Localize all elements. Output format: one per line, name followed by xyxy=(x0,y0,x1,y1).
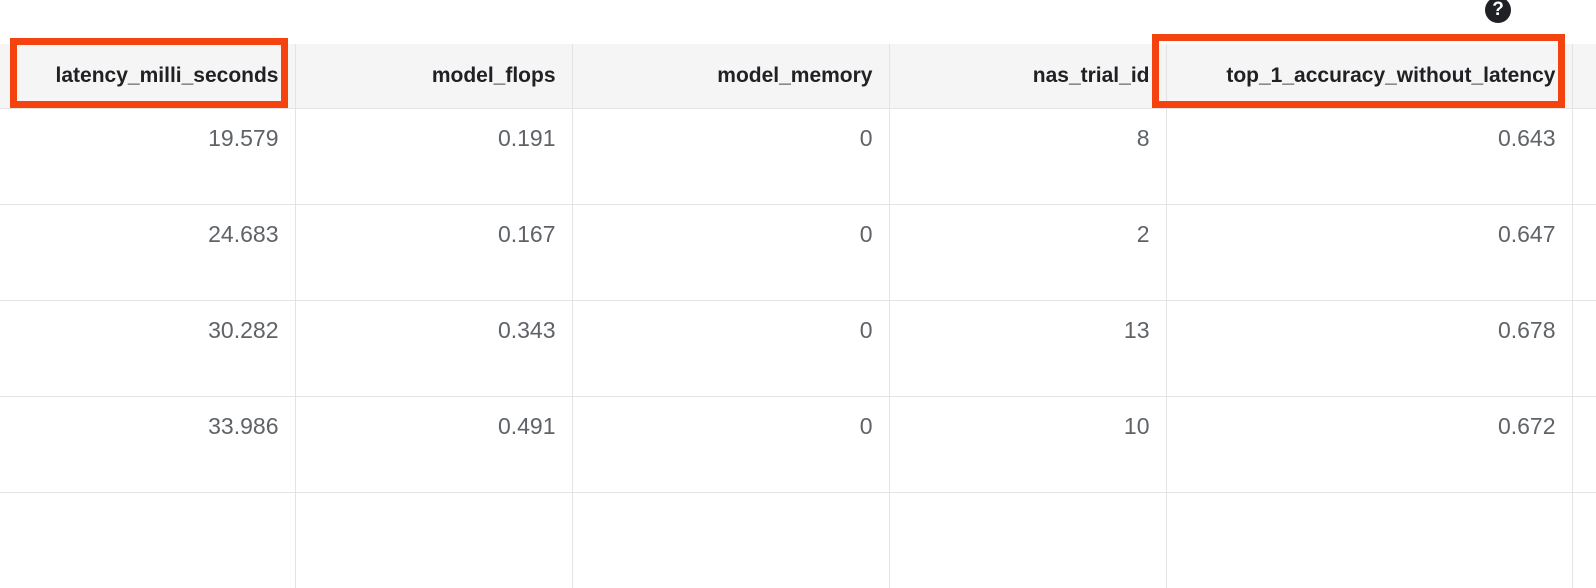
table-scroll-container[interactable]: latency_milli_seconds model_flops model_… xyxy=(0,44,1596,588)
column-header-model-flops[interactable]: model_flops xyxy=(295,44,573,108)
cell-top-1-accuracy-without-latency: 0.647 xyxy=(1166,203,1573,300)
cell-nas-trial-id: 10 xyxy=(889,395,1167,492)
table-row[interactable]: 19.579 0.191 0 8 0.643 xyxy=(0,107,1596,204)
cell-top-1-accuracy-without-latency xyxy=(1166,491,1573,588)
cell-model-memory: 0 xyxy=(572,395,890,492)
cell-nas-trial-id xyxy=(889,491,1167,588)
cell-model-memory xyxy=(572,491,890,588)
cell-nas-trial-id: 8 xyxy=(889,107,1167,204)
column-header-top-1-accuracy-without-latency[interactable]: top_1_accuracy_without_latency xyxy=(1166,44,1573,108)
table-row[interactable]: 24.683 0.167 0 2 0.647 xyxy=(0,203,1596,300)
table-row[interactable]: 33.986 0.491 0 10 0.672 xyxy=(0,395,1596,492)
table-header-row: latency_milli_seconds model_flops model_… xyxy=(0,44,1596,108)
cell-latency-milli-seconds: 33.986 xyxy=(0,395,296,492)
cell-model-flops: 0.167 xyxy=(295,203,573,300)
cell-latency-milli-seconds: 24.683 xyxy=(0,203,296,300)
table-body: 19.579 0.191 0 8 0.643 24.683 0.167 0 2 … xyxy=(0,107,1596,588)
cell-extra-partial xyxy=(1572,299,1596,396)
cell-extra-partial xyxy=(1572,203,1596,300)
cell-model-flops: 0.191 xyxy=(295,107,573,204)
cell-latency-milli-seconds: 30.282 xyxy=(0,299,296,396)
cell-extra-partial xyxy=(1572,107,1596,204)
cell-top-1-accuracy-without-latency: 0.678 xyxy=(1166,299,1573,396)
nas-results-table: latency_milli_seconds model_flops model_… xyxy=(0,44,1596,588)
help-circle-icon[interactable]: ? xyxy=(1485,0,1511,23)
cell-model-flops xyxy=(295,491,573,588)
cell-extra-partial xyxy=(1572,395,1596,492)
cell-nas-trial-id: 2 xyxy=(889,203,1167,300)
column-header-extra-partial[interactable] xyxy=(1572,44,1596,108)
column-header-nas-trial-id[interactable]: nas_trial_id xyxy=(889,44,1167,108)
cell-latency-milli-seconds xyxy=(0,491,296,588)
table-row[interactable]: 30.282 0.343 0 13 0.678 xyxy=(0,299,1596,396)
cell-latency-milli-seconds: 19.579 xyxy=(0,107,296,204)
cell-model-flops: 0.343 xyxy=(295,299,573,396)
cell-extra-partial xyxy=(1572,491,1596,588)
column-header-latency-milli-seconds[interactable]: latency_milli_seconds xyxy=(0,44,296,108)
cell-model-flops: 0.491 xyxy=(295,395,573,492)
cell-model-memory: 0 xyxy=(572,299,890,396)
column-header-model-memory[interactable]: model_memory xyxy=(572,44,890,108)
cell-nas-trial-id: 13 xyxy=(889,299,1167,396)
table-row-partial[interactable] xyxy=(0,491,1596,588)
cell-model-memory: 0 xyxy=(572,107,890,204)
table-header: latency_milli_seconds model_flops model_… xyxy=(0,44,1596,108)
cell-top-1-accuracy-without-latency: 0.643 xyxy=(1166,107,1573,204)
cell-model-memory: 0 xyxy=(572,203,890,300)
cell-top-1-accuracy-without-latency: 0.672 xyxy=(1166,395,1573,492)
